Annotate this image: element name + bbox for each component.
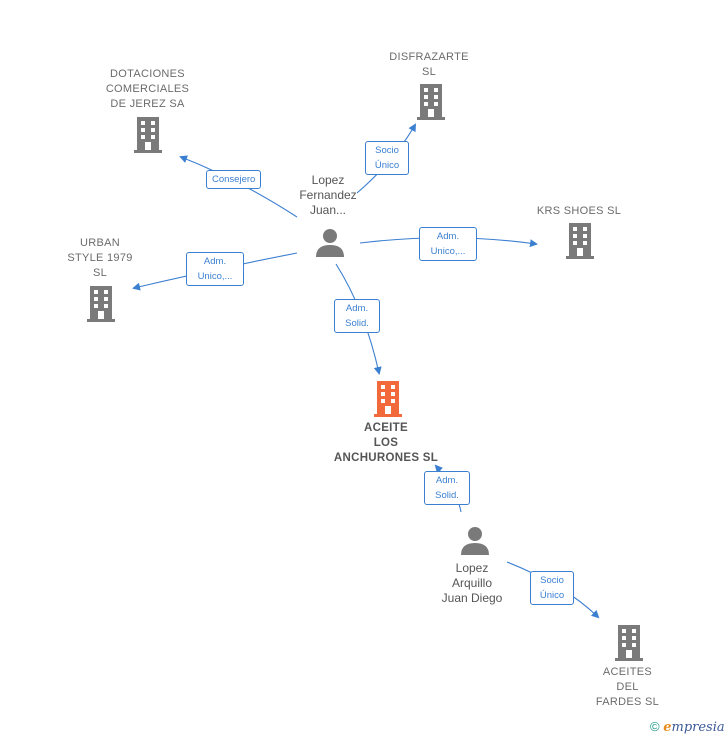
label-line: Adm. [345,303,369,314]
building-icon[interactable] [133,117,163,153]
label-line: KRS SHOES SL [536,205,622,217]
label-line: DOTACIONES [110,68,185,80]
label-line: Socio [375,145,399,156]
label-line: DEL [616,681,639,693]
person-icon[interactable] [315,227,345,257]
footer-brand[interactable]: © empresia [650,719,725,735]
building-icon[interactable] [416,84,446,120]
label-line: SL [92,267,108,279]
label-line: Unico,... [197,271,233,282]
label-line: LOS [373,437,399,449]
main-building-icon[interactable] [372,381,404,417]
brand-logo: empresia [663,720,725,735]
company-label-dotaciones[interactable]: DOTACIONES COMERCIALES DE JEREZ SA [90,67,205,112]
label-line: Socio [540,575,564,586]
label-line: Arquillo [451,576,493,590]
building-icon[interactable] [565,223,595,259]
company-label-urban[interactable]: URBAN STYLE 1979 SL [60,236,140,281]
label-line: COMERCIALES [105,83,190,95]
label-line: Único [539,590,565,601]
label-line: Lopez [455,561,489,575]
copyright-icon: © [650,719,660,734]
label-line: FARDES SL [595,696,660,708]
label-line: SL [421,66,437,78]
edge-label-socio-fardes[interactable]: Socio Único [530,571,574,605]
building-icon[interactable] [614,625,644,661]
company-label-aceites-del-fardes[interactable]: ACEITES DEL FARDES SL [585,665,670,710]
edge-label-adm-krs[interactable]: Adm. Unico,... [419,227,477,261]
edge-label-adm-solid-aceite[interactable]: Adm. Solid. [334,299,380,333]
label-line: ACEITE [364,422,408,434]
label-line: Juan... [309,203,347,217]
label-line: ACEITES [602,666,653,678]
edge-label-adm-urban[interactable]: Adm. Unico,... [186,252,244,286]
label-line: Solid. [435,490,459,501]
edge-label-adm-solid-arquillo[interactable]: Adm. Solid. [424,471,470,505]
edge-label-consejero[interactable]: Consejero [206,170,262,189]
label-line: Consejero [212,174,256,185]
label-line: Unico,... [430,246,466,257]
label-line: Adm. [435,475,459,486]
label-line: STYLE 1979 [67,252,133,264]
company-label-disfrazarte[interactable]: DISFRAZARTE SL [380,50,478,80]
label-line: Adm. [203,256,227,267]
building-icon[interactable] [86,286,116,322]
label-line: Único [374,160,400,171]
label-line: DE JEREZ SA [110,98,185,110]
person-label-lopez-arquillo[interactable]: Lopez Arquillo Juan Diego [432,561,512,606]
company-label-aceite-los-anchurones[interactable]: ACEITE LOS ANCHURONES SL [326,421,446,466]
label-line: URBAN [79,237,120,249]
label-line: Adm. [436,231,460,242]
label-line: DISFRAZARTE [389,51,469,63]
label-line: Fernandez [299,188,357,202]
label-line: Lopez [311,173,345,187]
label-line: Juan Diego [441,591,503,605]
company-label-krs[interactable]: KRS SHOES SL [525,204,633,219]
person-label-lopez-fernandez[interactable]: Lopez Fernandez Juan... [288,173,368,218]
person-icon[interactable] [460,525,490,555]
edge-label-socio-disfrazarte[interactable]: Socio Único [365,141,409,175]
label-line: ANCHURONES SL [333,452,439,464]
label-line: Solid. [345,318,369,329]
